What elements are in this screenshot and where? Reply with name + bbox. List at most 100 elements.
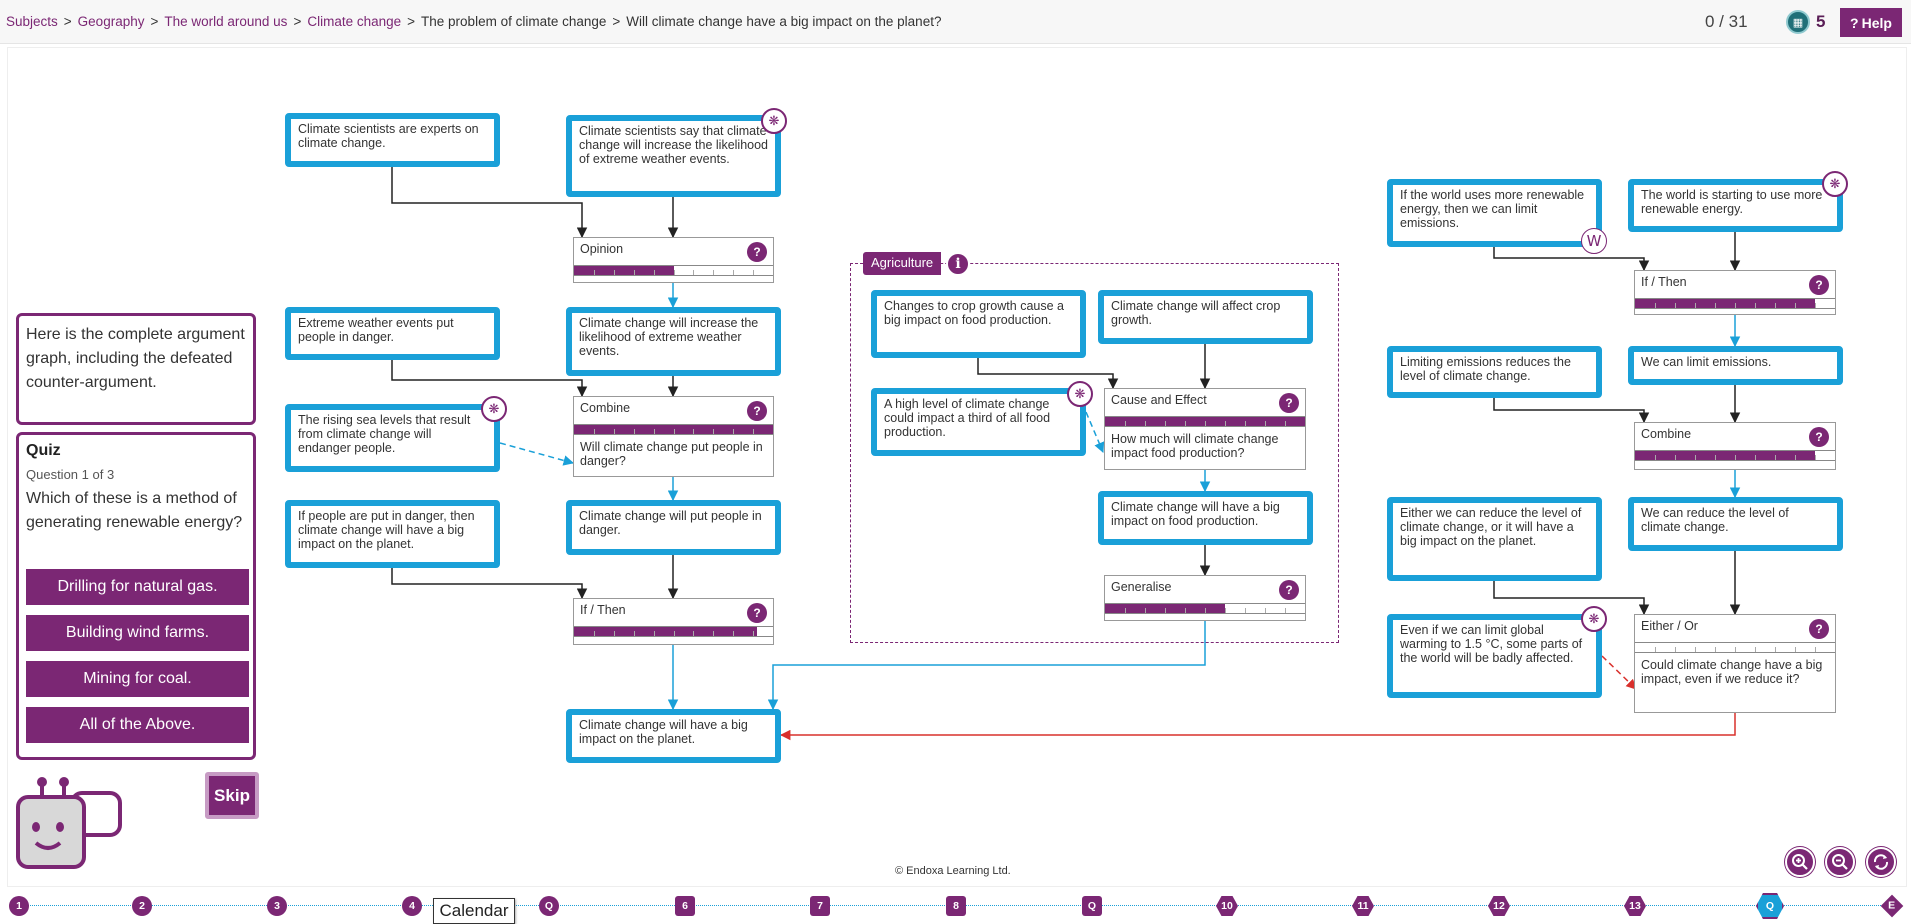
timeline-step[interactable]: 11 xyxy=(1352,896,1374,916)
reasoner-help-icon[interactable]: ? xyxy=(747,242,767,262)
zoom-out-button[interactable] xyxy=(1825,847,1855,877)
strength-tick xyxy=(733,429,735,434)
strength-tick xyxy=(633,429,635,434)
quiz-option[interactable]: All of the Above. xyxy=(26,707,249,743)
strength-tick xyxy=(1225,608,1226,613)
strength-tick xyxy=(1715,647,1716,652)
conclusion-box[interactable]: Climate change will have a big impact on… xyxy=(566,709,781,763)
strength-tick xyxy=(633,270,635,275)
strength-tick xyxy=(593,631,595,636)
breadcrumb-geography[interactable]: Geography xyxy=(77,14,145,29)
breadcrumb-subjects[interactable]: Subjects xyxy=(6,14,58,29)
claim-box[interactable]: We can reduce the level of climate chang… xyxy=(1628,497,1843,551)
claim-box[interactable]: Climate change will put people in danger… xyxy=(566,500,781,555)
timeline-quiz-step[interactable]: Q xyxy=(539,896,559,916)
claim-box[interactable]: The rising sea levels that result from c… xyxy=(285,404,500,472)
reasoner-help-icon[interactable]: ? xyxy=(1279,580,1299,600)
quiz-title: Quiz xyxy=(26,442,61,459)
reasoner-name: Combine xyxy=(1641,427,1692,441)
zoom-in-button[interactable] xyxy=(1785,847,1815,877)
reasoner-box[interactable]: Generalise ? xyxy=(1104,575,1306,621)
reasoner-box[interactable]: If / Then ? xyxy=(1634,270,1836,315)
reasoner-help-icon[interactable]: ? xyxy=(747,603,767,623)
strength-tick xyxy=(713,631,715,636)
claim-box[interactable]: If the world uses more renewable energy,… xyxy=(1387,179,1602,247)
reasoner-help-icon[interactable]: ? xyxy=(747,401,767,421)
strength-tick xyxy=(1655,455,1656,460)
strength-tick xyxy=(693,429,695,434)
reasoner-name: If / Then xyxy=(1641,275,1687,289)
timeline-end-step[interactable]: E xyxy=(1880,894,1904,918)
quiz-option[interactable]: Building wind farms. xyxy=(26,615,249,651)
reasoner-box[interactable]: Cause and Effect ? How much will climate… xyxy=(1104,388,1306,470)
breadcrumb-separator: > xyxy=(150,14,159,29)
breadcrumb-separator: > xyxy=(63,14,72,29)
claim-box[interactable]: Limiting emissions reduces the level of … xyxy=(1387,346,1602,398)
breadcrumb-separator: > xyxy=(293,14,302,29)
info-icon[interactable]: i xyxy=(946,252,970,276)
reasoner-box[interactable]: Either / Or ? Could climate change have … xyxy=(1634,614,1836,713)
brain-icon: ❋ xyxy=(1067,381,1093,407)
strength-fill xyxy=(574,266,674,275)
brain-icon: ❋ xyxy=(761,108,787,134)
reasoner-box[interactable]: Combine ? xyxy=(1634,422,1836,470)
timeline-current-step[interactable]: Q xyxy=(1756,893,1784,919)
timeline-step[interactable]: 6 xyxy=(675,896,695,916)
timeline-step[interactable]: 2 xyxy=(132,896,152,916)
reasoner-help-icon[interactable]: ? xyxy=(1279,393,1299,413)
timeline-step[interactable]: 8 xyxy=(946,896,966,916)
claim-box[interactable]: If people are put in danger, then climat… xyxy=(285,500,500,568)
claim-box[interactable]: Climate change will have a big impact on… xyxy=(1098,491,1313,545)
claim-box[interactable]: Climate change will increase the likelih… xyxy=(566,307,781,376)
reasoner-name: Combine xyxy=(580,401,631,415)
reasoner-question: How much will climate change impact food… xyxy=(1111,432,1279,460)
timeline-quiz-step[interactable]: Q xyxy=(1082,896,1102,916)
reasoner-help-icon[interactable]: ? xyxy=(1809,619,1829,639)
reasoner-box[interactable]: Combine ? Will climate change put people… xyxy=(573,396,774,477)
timeline-step[interactable]: 12 xyxy=(1488,896,1510,916)
claim-box[interactable]: Climate scientists are experts on climat… xyxy=(285,113,500,167)
breadcrumb-world-around-us[interactable]: The world around us xyxy=(164,14,288,29)
strength-tick xyxy=(1695,455,1696,460)
skip-button[interactable]: Skip xyxy=(205,772,259,819)
strength-meter xyxy=(1105,603,1305,614)
timeline-step[interactable]: 3 xyxy=(267,896,287,916)
reasoner-box[interactable]: Opinion ? xyxy=(573,237,774,283)
quiz-option[interactable]: Drilling for natural gas. xyxy=(26,569,249,605)
strength-tick xyxy=(633,631,635,636)
claim-box[interactable]: The world is starting to use more renewa… xyxy=(1628,179,1843,232)
claim-box[interactable]: A high level of climate change could imp… xyxy=(871,388,1086,456)
claim-box[interactable]: Climate change will affect crop growth. xyxy=(1098,290,1313,344)
breadcrumb-climate-change[interactable]: Climate change xyxy=(307,14,402,29)
claim-box[interactable]: Climate scientists say that climate chan… xyxy=(566,115,781,197)
breadcrumb-separator: > xyxy=(612,14,621,29)
claim-box[interactable]: We can limit emissions. xyxy=(1628,346,1843,385)
zoom-in-icon xyxy=(1792,854,1808,870)
timeline-step[interactable]: 7 xyxy=(810,896,830,916)
timeline-step[interactable]: 10 xyxy=(1216,896,1238,916)
counter-argument-box[interactable]: Even if we can limit global warming to 1… xyxy=(1387,614,1602,698)
breadcrumb-separator: > xyxy=(407,14,416,29)
reasoner-help-icon[interactable]: ? xyxy=(1809,427,1829,447)
reset-view-button[interactable] xyxy=(1866,847,1896,877)
strength-tick xyxy=(653,631,655,636)
reasoner-box[interactable]: If / Then ? xyxy=(573,598,774,645)
reasoner-name: Generalise xyxy=(1111,580,1172,594)
timeline-step[interactable]: 1 xyxy=(9,896,29,916)
claim-box[interactable]: Changes to crop growth cause a big impac… xyxy=(871,290,1086,358)
claim-box[interactable]: Extreme weather events put people in dan… xyxy=(285,307,500,360)
quiz-option[interactable]: Mining for coal. xyxy=(26,661,249,697)
strength-tick xyxy=(1125,608,1126,613)
timeline-step[interactable]: 13 xyxy=(1624,896,1646,916)
w-badge-icon[interactable]: W xyxy=(1581,228,1607,254)
breadcrumb-topic: The problem of climate change xyxy=(421,14,607,29)
reasoner-help-icon[interactable]: ? xyxy=(1809,275,1829,295)
reasoner-name: Cause and Effect xyxy=(1111,393,1207,407)
strength-tick xyxy=(673,631,675,636)
strength-tick xyxy=(693,270,695,275)
top-bar: Subjects > Geography > The world around us > C… xyxy=(0,0,1911,44)
help-button[interactable]: ?Help xyxy=(1840,8,1902,37)
timeline-step[interactable]: 4 xyxy=(402,896,422,916)
claim-box[interactable]: Either we can reduce the level of climat… xyxy=(1387,497,1602,581)
strength-tick xyxy=(1205,608,1206,613)
